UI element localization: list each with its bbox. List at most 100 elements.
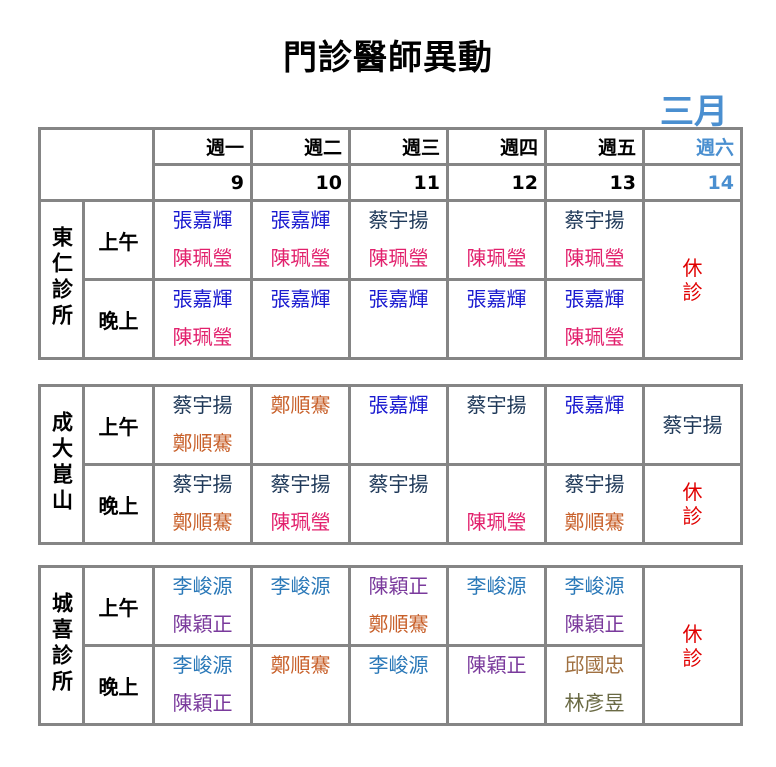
doctor-name: 蔡宇揚 — [368, 472, 429, 496]
schedule-cell: 李峻源陳穎正 — [544, 565, 645, 647]
doctor-name: 蔡宇揚 — [564, 472, 625, 496]
weekday-cell: 週四 — [446, 127, 547, 166]
clinic-cell: 成大崑山 — [38, 384, 85, 545]
weekday-cell: 週五 — [544, 127, 645, 166]
schedule-cell: 鄭順騫 — [250, 644, 351, 726]
doctor-name: 陳珮瑩 — [270, 510, 331, 534]
doctor-name: 陳珮瑩 — [368, 246, 429, 270]
doctor-name: 陳珮瑩 — [270, 246, 331, 270]
saturday-cell: 蔡宇揚 — [642, 384, 743, 466]
session-row: 晚上李峻源陳穎正鄭順騫李峻源陳穎正邱國忠林彥昱 — [40, 644, 742, 726]
doctor-name: 陳穎正 — [172, 691, 233, 715]
schedule-cell: 蔡宇揚 — [348, 463, 449, 545]
doctor-name: 陳珮瑩 — [466, 246, 527, 270]
doctor-name: 張嘉輝 — [270, 208, 331, 232]
doctor-name: 張嘉輝 — [368, 287, 429, 311]
doctor-name: 蔡宇揚 — [368, 208, 429, 232]
doctor-name: 陳穎正 — [172, 612, 233, 636]
doctor-name: 李峻源 — [172, 574, 233, 598]
schedule-cell: 張嘉輝陳珮瑩 — [250, 199, 351, 281]
schedule-cell: 李峻源陳穎正 — [152, 565, 253, 647]
schedule-cell: 陳穎正鄭順騫 — [348, 565, 449, 647]
doctor-name: 蔡宇揚 — [270, 472, 331, 496]
schedule-cell: 蔡宇揚陳珮瑩 — [348, 199, 449, 281]
clinic-name: 東仁診所 — [49, 225, 74, 330]
date-cell: 14 — [642, 163, 743, 202]
doctor-name: 陳珮瑩 — [564, 325, 625, 349]
doctor-name: 張嘉輝 — [172, 287, 233, 311]
schedule-cell: 蔡宇揚鄭順騫 — [544, 463, 645, 545]
doctor-name: 蔡宇揚 — [564, 208, 625, 232]
session-row: 城喜診所上午李峻源陳穎正李峻源陳穎正鄭順騫李峻源李峻源陳穎正休診 — [38, 565, 743, 726]
doctor-name: 蔡宇揚 — [466, 393, 527, 417]
clinic-table: 成大崑山上午蔡宇揚鄭順騫鄭順騫張嘉輝蔡宇揚張嘉輝蔡宇揚晚上蔡宇揚鄭順騫蔡宇揚陳珮… — [38, 384, 743, 545]
schedule-cell: 陳珮瑩 — [446, 463, 547, 545]
session-row: 成大崑山上午蔡宇揚鄭順騫鄭順騫張嘉輝蔡宇揚張嘉輝蔡宇揚 — [38, 384, 743, 545]
doctor-name: 李峻源 — [564, 574, 625, 598]
doctor-name: 陳珮瑩 — [466, 510, 527, 534]
weekday-row: 週一週二週三週四週五週六 — [38, 127, 743, 202]
session-row: 晚上張嘉輝陳珮瑩張嘉輝張嘉輝張嘉輝張嘉輝陳珮瑩 — [40, 278, 742, 360]
doctor-name: 鄭順騫 — [270, 653, 331, 677]
session-label: 晚上 — [82, 278, 155, 360]
doctor-name: 李峻源 — [368, 653, 429, 677]
page-title: 門診醫師異動 — [283, 38, 493, 78]
schedule-cell: 邱國忠林彥昱 — [544, 644, 645, 726]
weekday-cell: 週一 — [152, 127, 253, 166]
schedule-cell: 張嘉輝 — [544, 384, 645, 466]
session-row: 東仁診所上午張嘉輝陳珮瑩張嘉輝陳珮瑩蔡宇揚陳珮瑩陳珮瑩蔡宇揚陳珮瑩休診 — [38, 199, 743, 360]
schedule-cell: 鄭順騫 — [250, 384, 351, 466]
doctor-name: 陳珮瑩 — [564, 246, 625, 270]
doctor-name: 鄭順騫 — [368, 612, 429, 636]
weekday-cell: 週二 — [250, 127, 351, 166]
clinic-table: 城喜診所上午李峻源陳穎正李峻源陳穎正鄭順騫李峻源李峻源陳穎正休診晚上李峻源陳穎正… — [38, 565, 743, 726]
schedule-cell: 張嘉輝陳珮瑩 — [152, 278, 253, 360]
session-label: 上午 — [82, 199, 155, 281]
doctor-name: 陳穎正 — [564, 612, 625, 636]
schedule-cell: 張嘉輝 — [348, 384, 449, 466]
month-label: 三月 — [660, 92, 728, 132]
schedule-cell: 張嘉輝 — [446, 278, 547, 360]
doctor-name: 蔡宇揚 — [172, 472, 233, 496]
doctor-name — [449, 202, 544, 240]
doctor-name — [449, 466, 544, 504]
schedule-cell: 蔡宇揚陳珮瑩 — [544, 199, 645, 281]
clinic-name: 成大崑山 — [49, 410, 74, 515]
schedule-cell: 蔡宇揚 — [446, 384, 547, 466]
doctor-name: 張嘉輝 — [172, 208, 233, 232]
doctor-name: 張嘉輝 — [368, 393, 429, 417]
corner-cell — [38, 127, 155, 202]
date-cell: 12 — [446, 163, 547, 202]
doctor-name: 李峻源 — [270, 574, 331, 598]
date-cell: 11 — [348, 163, 449, 202]
schedule-cell: 蔡宇揚陳珮瑩 — [250, 463, 351, 545]
clinic-name: 城喜診所 — [49, 591, 74, 696]
saturday-closed: 休診 — [642, 565, 743, 726]
schedule-cell: 李峻源 — [446, 565, 547, 647]
doctor-name: 張嘉輝 — [466, 287, 527, 311]
clinic-cell: 城喜診所 — [38, 565, 85, 726]
date-cell: 10 — [250, 163, 351, 202]
schedule-cell: 張嘉輝陳珮瑩 — [544, 278, 645, 360]
doctor-name: 鄭順騫 — [564, 510, 625, 534]
doctor-name: 張嘉輝 — [270, 287, 331, 311]
doctor-name: 鄭順騫 — [172, 431, 233, 455]
schedule-cell: 李峻源 — [348, 644, 449, 726]
session-label: 上午 — [82, 565, 155, 647]
doctor-name: 陳珮瑩 — [172, 246, 233, 270]
doctor-name: 李峻源 — [466, 574, 527, 598]
doctor-name: 李峻源 — [172, 653, 233, 677]
schedule-cell: 李峻源 — [250, 565, 351, 647]
clinic-cell: 東仁診所 — [38, 199, 85, 360]
date-cell: 13 — [544, 163, 645, 202]
weekday-cell: 週六 — [642, 127, 743, 166]
session-label: 晚上 — [82, 463, 155, 545]
doctor-name: 張嘉輝 — [564, 287, 625, 311]
schedule-cell: 張嘉輝 — [348, 278, 449, 360]
doctor-name: 邱國忠 — [564, 653, 625, 677]
saturday-closed: 休診 — [642, 199, 743, 360]
doctor-name: 陳珮瑩 — [172, 325, 233, 349]
session-label: 晚上 — [82, 644, 155, 726]
saturday-closed: 休診 — [642, 463, 743, 545]
